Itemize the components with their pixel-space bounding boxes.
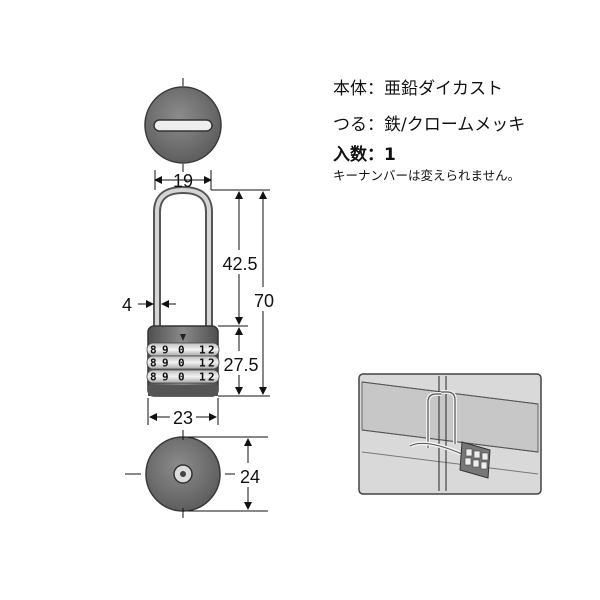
dial-row-1: 8 9 0 1 2	[146, 342, 220, 357]
dial-2-5: 2	[208, 357, 215, 370]
spec-key-note: キーナンバーは変えられません。	[333, 168, 521, 183]
dim-total-height: 70	[254, 291, 274, 311]
front-view: 8 9 0 1 2 8 9 0 1 2 8 9 0 1 2	[146, 186, 220, 397]
usage-illustration	[358, 373, 542, 495]
shackle-slot	[153, 119, 213, 132]
dial-3-5: 2	[208, 371, 215, 384]
dial-row-3: 8 9 0 1 2	[146, 369, 220, 384]
dial-1-1: 8	[150, 344, 157, 357]
dial-2-1: 8	[150, 357, 157, 370]
spec-quantity: 入数：1	[333, 145, 396, 165]
dial-2-4: 1	[199, 357, 206, 370]
top-view	[144, 86, 222, 164]
dial-1-4: 1	[199, 344, 206, 357]
dial-1-3: 0	[178, 344, 185, 357]
dim-shackle-diameter: 4	[122, 295, 132, 315]
dial-3-3: 0	[178, 371, 185, 384]
dial-3-1: 8	[150, 371, 157, 384]
dial-row-2: 8 9 0 1 2	[146, 355, 220, 370]
dim-shackle-height: 42.5	[222, 254, 257, 274]
dial-2-3: 0	[178, 357, 185, 370]
shackle-highlight	[155, 187, 211, 326]
dial-1-5: 2	[208, 344, 215, 357]
dial-indicator-icon	[180, 334, 186, 341]
dim-body-width: 23	[173, 408, 193, 428]
shackle	[153, 186, 213, 326]
spec-body-material: 本体：亜鉛ダイカスト	[333, 79, 503, 99]
dial-1-2: 9	[162, 344, 169, 357]
dim-body-depth: 24	[240, 467, 260, 487]
illustration-lock	[459, 441, 491, 479]
bottom-view	[145, 436, 221, 512]
lock-body-base	[148, 385, 218, 396]
dial-2-2: 9	[162, 357, 169, 370]
dial-3-4: 1	[199, 371, 206, 384]
dial-3-2: 9	[162, 371, 169, 384]
dim-shackle-width: 19	[173, 171, 193, 191]
dim-body-height: 27.5	[223, 355, 258, 375]
spec-shackle-material: つる：鉄/クロームメッキ	[333, 115, 526, 135]
